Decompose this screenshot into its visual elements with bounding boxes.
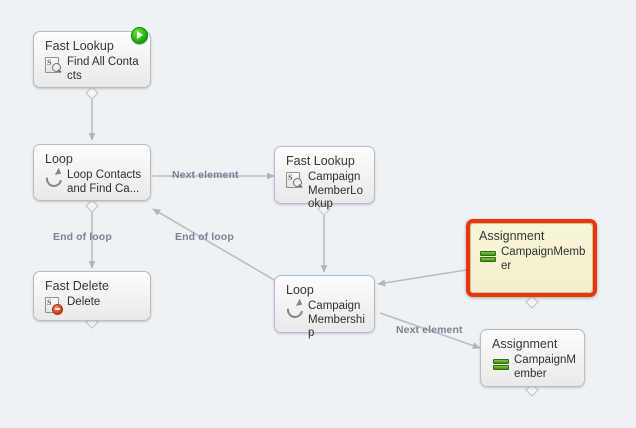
node-assignment-bottom[interactable]: Assignment CampaignMember [480,329,585,387]
connector-label-end-of-loop-middle: End of loop [175,231,234,243]
node-fast-delete[interactable]: Fast Delete S Delete [33,271,151,321]
node-subtitle: Find All Contacts [67,56,139,82]
assignment-icon [492,355,510,372]
node-subtitle: CampaignMemberLookup [308,171,363,210]
node-loop-contacts[interactable]: Loop Loop Contacts and Find Ca... [33,144,151,201]
connector-assignment-to-loop2 [377,269,467,287]
node-title: Fast Delete [45,279,109,293]
connector-loop2-to-assignment [379,312,481,349]
node-subtitle: Loop Contacts and Find Ca... [67,169,142,195]
node-subtitle: CampaignMember [514,354,576,380]
node-title: Fast Lookup [45,39,114,53]
node-title: Assignment [479,229,545,243]
node-title: Loop [286,283,314,297]
loop-icon [283,298,307,322]
node-title: Assignment [492,337,558,351]
start-element-badge [131,27,148,44]
node-subtitle: CampaignMember [501,246,586,272]
connector-loop2-to-loop1 [152,208,277,282]
node-title: Fast Lookup [286,154,355,168]
node-title: Loop [45,152,73,166]
connector-label-next-element-top: Next element [172,169,239,181]
node-loop-campaignmembership[interactable]: Loop CampaignMembership [274,275,375,339]
node-assignment-selected[interactable]: Assignment CampaignMember [466,219,597,297]
loop-icon [42,167,66,191]
record-lookup-icon: S [45,57,63,74]
node-fast-lookup-campaignmember[interactable]: Fast Lookup S CampaignMemberLookup [274,146,375,210]
node-subtitle: CampaignMembership [308,300,365,339]
assignment-icon [479,247,497,264]
record-lookup-icon: S [286,172,304,189]
record-delete-icon: S [45,297,63,315]
node-subtitle: Delete [67,296,101,308]
connector-label-next-element-bottom: Next element [396,324,463,336]
node-fast-lookup-contacts[interactable]: Fast Lookup S Find All Contacts [33,27,151,88]
connector-label-end-of-loop-left: End of loop [53,231,112,243]
